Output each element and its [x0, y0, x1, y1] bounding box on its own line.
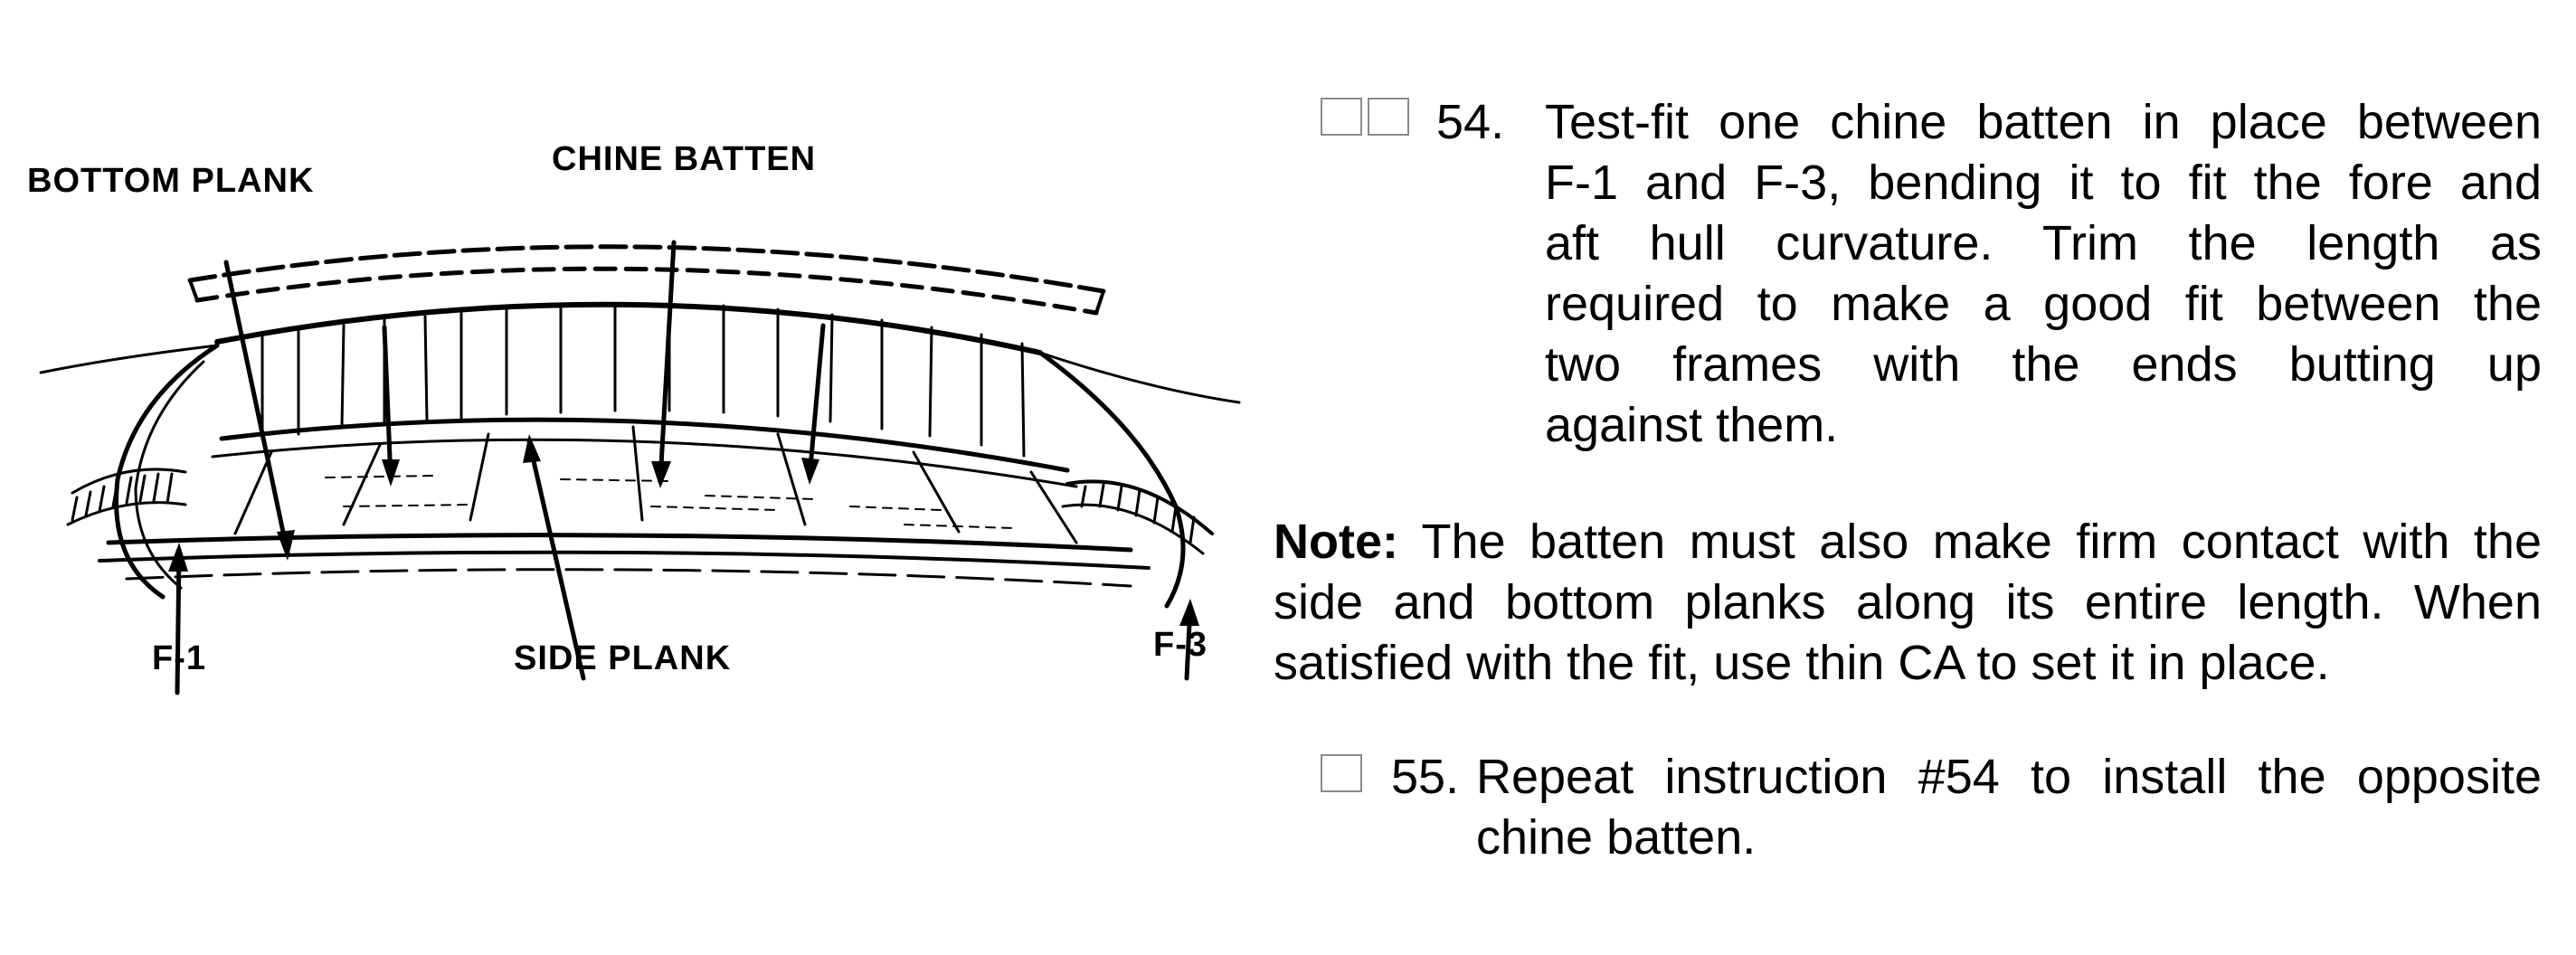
- step-text-line: against them.: [1545, 398, 1839, 452]
- note-label: Note:: [1274, 515, 1398, 569]
- label-f1: F-1: [152, 639, 206, 677]
- step-text: Repeat instruction #54 to install the op…: [1476, 747, 2542, 868]
- step-text-line: required to make a good fit between the: [1545, 277, 2542, 331]
- step-text-line: Test-fit one chine batten in place betwe…: [1545, 95, 2542, 149]
- note-line: satisfied with the fit, use thin CA to s…: [1274, 636, 2330, 690]
- step-text-line: F-1 and F-3, bending it to fit the fore …: [1545, 156, 2542, 210]
- note-line: side and bottom planks along its entire …: [1274, 575, 2542, 629]
- step-number: 54.: [1436, 95, 1505, 149]
- step-text-line: two frames with the ends butting up: [1545, 337, 2542, 392]
- step-text-line: aft hull curvature. Trim the length as: [1545, 216, 2542, 270]
- label-f3: F-3: [1153, 626, 1208, 664]
- checkbox-55[interactable]: [1321, 754, 1362, 792]
- step-text: Test-fit one chine batten in place betwe…: [1545, 92, 2542, 456]
- label-side-plank: SIDE PLANK: [514, 639, 731, 677]
- note-line: Note: The batten must also make firm con…: [1274, 512, 2542, 572]
- instruction-54: 54. Test-fit one chine batten in place b…: [1321, 92, 2542, 472]
- label-chine-batten: CHINE BATTEN: [552, 140, 816, 178]
- label-bottom-plank: BOTTOM PLANK: [27, 162, 314, 200]
- step-number: 55.: [1391, 750, 1460, 804]
- hull-diagram: BOTTOM PLANK CHINE BATTEN SIDE PLANK F-1…: [0, 54, 1266, 705]
- step-text-line: chine batten.: [1476, 810, 1757, 865]
- hull-drawing: BOTTOM PLANK CHINE BATTEN SIDE PLANK F-1…: [27, 140, 1241, 695]
- checkbox-54-second[interactable]: [1368, 98, 1409, 136]
- checkbox-54-first[interactable]: [1321, 98, 1362, 136]
- note-block: Note: The batten must also make firm con…: [1274, 512, 2542, 694]
- note-text: The batten must also make firm contact w…: [1397, 515, 2543, 569]
- instruction-55: 55. Repeat instruction #54 to install th…: [1321, 747, 2542, 874]
- step-text-line: Repeat instruction #54 to install the op…: [1476, 750, 2542, 804]
